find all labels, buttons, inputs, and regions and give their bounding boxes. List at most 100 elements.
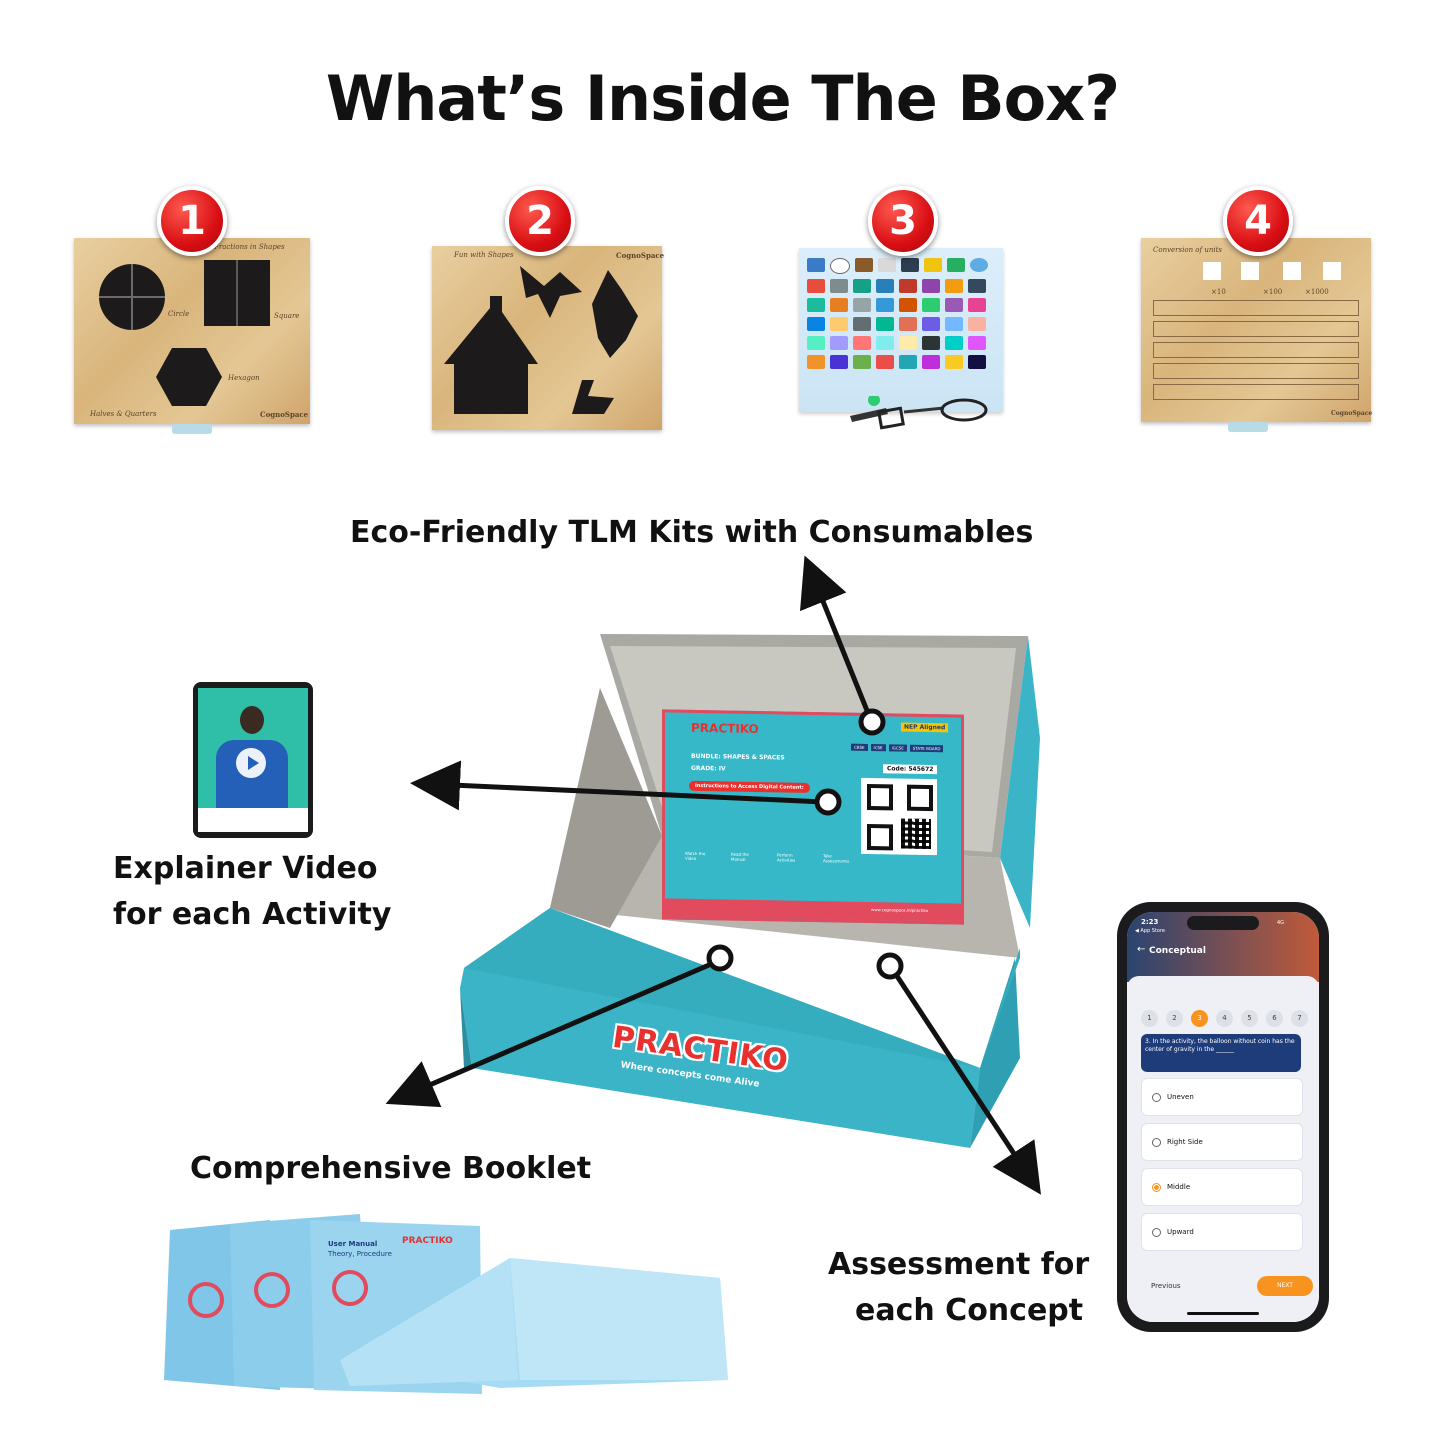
option-label: Middle xyxy=(1167,1183,1191,1191)
option-right-side[interactable]: Right Side xyxy=(1141,1123,1303,1161)
row xyxy=(1153,363,1359,379)
status-time: 2:23 xyxy=(1141,918,1159,926)
question-text: 3. In the activity, the balloon without … xyxy=(1141,1034,1301,1072)
radio-icon xyxy=(1152,1137,1161,1147)
poster-cell xyxy=(899,298,917,312)
next-button[interactable]: NEXT xyxy=(1257,1276,1313,1296)
item-3-poster xyxy=(799,248,1003,412)
tlm-kits-label: Eco-Friendly TLM Kits with Consumables xyxy=(350,515,1034,550)
poster-stand-shapes xyxy=(850,396,988,430)
poster-cell xyxy=(922,336,940,350)
question-stepper: 1 2 3 4 5 6 7 xyxy=(1141,1010,1308,1027)
poster-cell xyxy=(876,336,894,350)
slot xyxy=(1283,262,1301,280)
tablet xyxy=(193,682,313,838)
square-divider xyxy=(236,260,238,326)
back-arrow-icon[interactable]: ← xyxy=(1137,944,1146,955)
booklet-label: Comprehensive Booklet xyxy=(190,1151,592,1186)
item-1-badge: 1 xyxy=(157,186,227,256)
page-title: What’s Inside The Box? xyxy=(325,62,1120,135)
booklet-subtitle: Theory, Procedure xyxy=(328,1250,392,1258)
item-4-brand: CognoSpace xyxy=(1331,410,1373,417)
video-label-line2: for each Activity xyxy=(113,897,392,932)
step-5[interactable]: 5 xyxy=(1241,1010,1258,1027)
poster-cell xyxy=(945,279,963,293)
status-back[interactable]: ◀ App Store xyxy=(1135,928,1166,934)
poster-cell xyxy=(968,317,986,331)
slot xyxy=(1323,262,1341,280)
step-4[interactable]: 4 xyxy=(1216,1010,1233,1027)
radio-icon xyxy=(1152,1227,1161,1237)
option-middle[interactable]: Middle xyxy=(1141,1168,1303,1206)
hexagon-piece xyxy=(156,348,222,406)
poster-cell xyxy=(899,336,917,350)
poster-cell xyxy=(970,258,988,272)
poster-cell xyxy=(876,298,894,312)
poster-cell xyxy=(947,258,965,272)
arrow-assess xyxy=(890,968,1042,1195)
poster-cell xyxy=(830,317,848,331)
poster-cell xyxy=(901,258,919,272)
poster-cell xyxy=(924,258,942,272)
option-label: Right Side xyxy=(1167,1138,1203,1146)
poster-cell xyxy=(807,336,825,350)
row xyxy=(1153,342,1359,358)
step-6[interactable]: 6 xyxy=(1266,1010,1283,1027)
arrow-tlm xyxy=(800,555,873,719)
option-uneven[interactable]: Uneven xyxy=(1141,1078,1303,1116)
video-label-line1: Explainer Video xyxy=(113,851,378,886)
poster-cell xyxy=(853,279,871,293)
hexagon-label: Hexagon xyxy=(228,374,260,382)
poster-cell xyxy=(876,279,894,293)
poster-cell xyxy=(853,317,871,331)
poster-cell xyxy=(807,317,825,331)
tablet-video-screen xyxy=(198,688,308,808)
poster-cell xyxy=(853,336,871,350)
item-4-board: Conversion of units ×10 ×100 ×1000 Cogno… xyxy=(1141,238,1373,422)
step-3-active[interactable]: 3 xyxy=(1191,1010,1208,1027)
tablet-bottom-panel xyxy=(198,808,308,832)
poster-cell xyxy=(922,298,940,312)
poster-cell xyxy=(945,336,963,350)
previous-button[interactable]: Previous xyxy=(1151,1282,1181,1290)
phone: 2:23 ◀ App Store 4G ← Conceptual 1 2 3 4… xyxy=(1117,902,1329,1332)
poster-cell xyxy=(830,298,848,312)
step-1[interactable]: 1 xyxy=(1141,1010,1158,1027)
arrow-tlm-dot xyxy=(858,708,886,736)
option-upward[interactable]: Upward xyxy=(1141,1213,1303,1251)
item-4-heading: Conversion of units xyxy=(1153,246,1222,254)
poster-cell xyxy=(945,317,963,331)
poster-grid xyxy=(807,258,995,369)
poster-cell xyxy=(945,298,963,312)
poster-cell xyxy=(922,355,940,369)
assess-label-line2: each Concept xyxy=(855,1293,1084,1328)
item-2-heading: Fun with Shapes xyxy=(454,251,514,259)
poster-cell xyxy=(922,279,940,293)
assess-label-line1: Assessment for xyxy=(828,1247,1090,1282)
arrow-booklet xyxy=(385,959,717,1108)
presenter-head xyxy=(240,706,264,734)
poster-cell xyxy=(945,355,963,369)
poster-cell xyxy=(922,317,940,331)
play-icon[interactable] xyxy=(236,748,266,778)
poster-cell xyxy=(807,279,825,293)
phone-screen: 2:23 ◀ App Store 4G ← Conceptual 1 2 3 4… xyxy=(1127,912,1319,1322)
step-7[interactable]: 7 xyxy=(1291,1010,1308,1027)
poster-cell xyxy=(899,317,917,331)
slot xyxy=(1203,262,1221,280)
poster-cell xyxy=(830,258,850,274)
mark-x10: ×10 xyxy=(1211,288,1226,296)
poster-cell xyxy=(855,258,873,272)
tangram-shapes xyxy=(444,266,638,414)
booklet-title: User Manual xyxy=(328,1240,378,1248)
booklets xyxy=(164,1214,728,1394)
item-1-board: Fractions in Shapes Circle Square Hexago… xyxy=(74,238,310,424)
phone-notch xyxy=(1187,916,1259,930)
poster-cell xyxy=(876,317,894,331)
item-3-badge: 3 xyxy=(868,186,938,256)
home-indicator xyxy=(1187,1312,1259,1315)
poster-cell xyxy=(807,258,825,272)
option-label: Upward xyxy=(1167,1228,1194,1236)
poster-cell xyxy=(830,336,848,350)
step-2[interactable]: 2 xyxy=(1166,1010,1183,1027)
